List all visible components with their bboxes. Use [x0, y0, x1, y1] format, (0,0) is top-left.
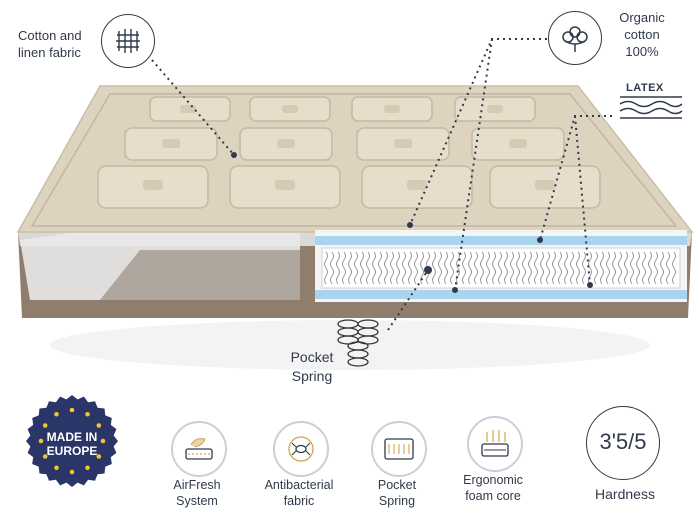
- cotton-flower-icon: [562, 26, 588, 52]
- fabric-weave-icon: [116, 29, 140, 53]
- spring-row: [324, 251, 676, 285]
- feature-airfresh-label: AirFresh System: [173, 478, 221, 508]
- organic-cotton-label: Organic cotton 100%: [619, 10, 665, 59]
- feature-foam-core: [467, 416, 523, 472]
- foam-core-icon: [481, 430, 509, 457]
- airfresh-icon: [185, 438, 213, 460]
- mattress-shadow: [50, 320, 650, 370]
- feature-pocket-spring: [371, 421, 427, 477]
- pocket-spring-icon: [384, 438, 414, 460]
- feature-foam-core-label: Ergonomic foam core: [463, 473, 523, 503]
- antibacterial-icon: [288, 436, 314, 462]
- hardness-label: Hardness: [595, 486, 655, 502]
- made-in-europe-badge: [26, 395, 118, 487]
- cotton-linen-label: Cotton and linen fabric: [18, 28, 82, 60]
- feature-antibacterial-label: Antibacterial fabric: [264, 478, 334, 508]
- badge-line-2: EUROPE: [46, 444, 98, 458]
- feature-airfresh: [171, 421, 227, 477]
- organic-cotton-icon-circle: [548, 11, 602, 65]
- hardness-value: 3'5/5: [599, 429, 647, 454]
- pocket-spring-illustration: [337, 319, 379, 367]
- badge-line-1: MADE IN: [46, 430, 98, 444]
- latex-icon: [619, 96, 683, 119]
- hardness-circle: [586, 406, 660, 480]
- callout-lines: [151, 38, 612, 331]
- made-in-europe-text: MADE IN EUROPE: [32, 430, 112, 458]
- feature-pocket-spring-label: Pocket Spring: [377, 478, 417, 508]
- cotton-linen-icon-circle: [101, 14, 155, 68]
- pocket-spring-callout-label: Pocket Spring: [290, 349, 334, 384]
- mattress-side-accent: [20, 226, 300, 300]
- latex-label: LATEX: [626, 82, 664, 94]
- mattress-cutaway: [315, 230, 687, 302]
- feature-antibacterial: [273, 421, 329, 477]
